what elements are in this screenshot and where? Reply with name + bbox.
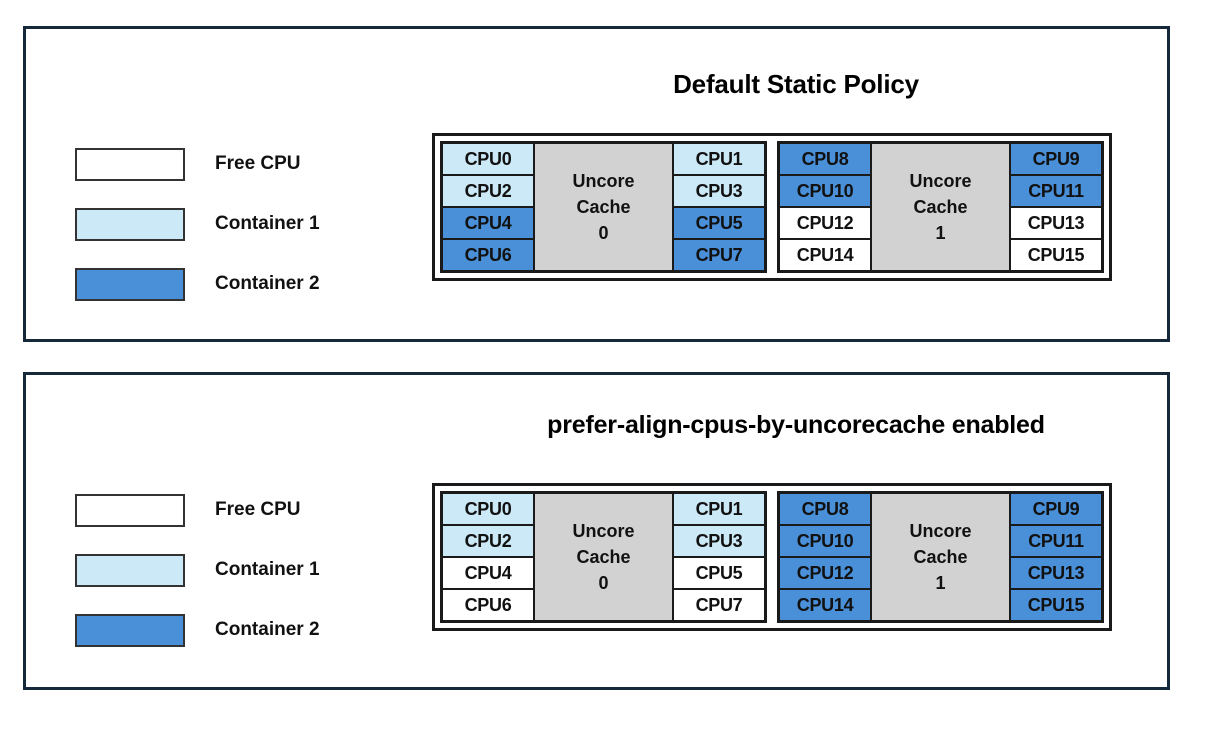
uncore-cache-line-1: Uncore [572, 520, 635, 541]
cpu-cell: CPU5 [672, 207, 765, 239]
legend-swatch-container-1 [75, 553, 185, 587]
legend-item-container-2: Container 2 [75, 600, 320, 660]
uncore-cache-group-1: CPU8 CPU10 CPU12 CPU14 Uncore Cache 1 CP… [777, 491, 1104, 623]
legend-label-container-2: Container 2 [215, 619, 320, 640]
cpu-topology-box: CPU0 CPU2 CPU4 CPU6 Uncore Cache 0 CPU1 … [432, 483, 1112, 631]
uncore-cache-label: Uncore Cache 0 [534, 493, 673, 621]
uncore-cache-label: Uncore Cache 1 [871, 143, 1010, 271]
legend-item-free-cpu: Free CPU [75, 480, 320, 540]
uncore-cache-line-2: Cache [576, 546, 631, 567]
legend-item-container-2: Container 2 [75, 254, 320, 314]
cpu-cell: CPU6 [442, 239, 535, 271]
cpu-column-left: CPU8 CPU10 CPU12 CPU14 [779, 143, 872, 271]
cpu-cell: CPU0 [442, 493, 535, 525]
cpu-cell: CPU7 [672, 239, 765, 271]
diagram-panel-prefer-align-cpus-by-uncorecache: prefer-align-cpus-by-uncorecache enabled… [23, 372, 1170, 690]
uncore-cache-group-0: CPU0 CPU2 CPU4 CPU6 Uncore Cache 0 CPU1 … [440, 141, 767, 273]
cpu-cell: CPU1 [672, 143, 765, 175]
cpu-cell: CPU4 [442, 557, 535, 589]
legend-item-free-cpu: Free CPU [75, 134, 320, 194]
uncore-cache-line-2: Cache [913, 546, 968, 567]
cpu-cell: CPU14 [779, 239, 872, 271]
cpu-cell: CPU12 [779, 207, 872, 239]
cpu-cell: CPU2 [442, 175, 535, 207]
cpu-cell: CPU2 [442, 525, 535, 557]
legend-label-free-cpu: Free CPU [215, 499, 301, 520]
cpu-cell: CPU15 [1009, 589, 1102, 621]
cpu-cell: CPU0 [442, 143, 535, 175]
cpu-cell: CPU6 [442, 589, 535, 621]
cpu-column-right: CPU9 CPU11 CPU13 CPU15 [1009, 143, 1102, 271]
cpu-cell: CPU8 [779, 493, 872, 525]
legend: Free CPU Container 1 Container 2 [75, 480, 320, 660]
legend-swatch-container-2 [75, 613, 185, 647]
cpu-column-right: CPU1 CPU3 CPU5 CPU7 [672, 143, 765, 271]
cpu-cell: CPU11 [1009, 525, 1102, 557]
legend-swatch-free-cpu [75, 147, 185, 181]
uncore-cache-index: 0 [598, 573, 609, 594]
cpu-column-left: CPU0 CPU2 CPU4 CPU6 [442, 143, 535, 271]
cpu-cell: CPU4 [442, 207, 535, 239]
legend-item-container-1: Container 1 [75, 194, 320, 254]
cpu-cell: CPU14 [779, 589, 872, 621]
legend: Free CPU Container 1 Container 2 [75, 134, 320, 314]
legend-item-container-1: Container 1 [75, 540, 320, 600]
uncore-cache-line-1: Uncore [909, 520, 972, 541]
uncore-cache-index: 1 [935, 573, 946, 594]
cpu-cell: CPU9 [1009, 493, 1102, 525]
uncore-cache-line-1: Uncore [909, 170, 972, 191]
cpu-column-left: CPU8 CPU10 CPU12 CPU14 [779, 493, 872, 621]
cpu-column-right: CPU1 CPU3 CPU5 CPU7 [672, 493, 765, 621]
page-title: Default Static Policy [673, 69, 919, 99]
cpu-cell: CPU10 [779, 525, 872, 557]
cpu-cell: CPU15 [1009, 239, 1102, 271]
uncore-cache-group-0: CPU0 CPU2 CPU4 CPU6 Uncore Cache 0 CPU1 … [440, 491, 767, 623]
cpu-column-right: CPU9 CPU11 CPU13 CPU15 [1009, 493, 1102, 621]
uncore-cache-group-1: CPU8 CPU10 CPU12 CPU14 Uncore Cache 1 CP… [777, 141, 1104, 273]
cpu-cell: CPU11 [1009, 175, 1102, 207]
uncore-cache-index: 0 [598, 223, 609, 244]
uncore-cache-label: Uncore Cache 0 [534, 143, 673, 271]
legend-swatch-container-1 [75, 207, 185, 241]
cpu-column-left: CPU0 CPU2 CPU4 CPU6 [442, 493, 535, 621]
uncore-cache-index: 1 [935, 223, 946, 244]
uncore-cache-line-2: Cache [913, 196, 968, 217]
cpu-cell: CPU3 [672, 175, 765, 207]
cpu-cell: CPU9 [1009, 143, 1102, 175]
cpu-cell: CPU1 [672, 493, 765, 525]
cpu-cell: CPU7 [672, 589, 765, 621]
cpu-cell: CPU13 [1009, 557, 1102, 589]
cpu-cell: CPU10 [779, 175, 872, 207]
uncore-cache-line-2: Cache [576, 196, 631, 217]
cpu-cell: CPU5 [672, 557, 765, 589]
cpu-topology-box: CPU0 CPU2 CPU4 CPU6 Uncore Cache 0 CPU1 … [432, 133, 1112, 281]
cpu-cell: CPU12 [779, 557, 872, 589]
legend-label-container-1: Container 1 [215, 559, 320, 580]
cpu-cell: CPU13 [1009, 207, 1102, 239]
page-title: prefer-align-cpus-by-uncorecache enabled [547, 411, 1045, 439]
legend-swatch-container-2 [75, 267, 185, 301]
uncore-cache-line-1: Uncore [572, 170, 635, 191]
uncore-cache-label: Uncore Cache 1 [871, 493, 1010, 621]
cpu-cell: CPU3 [672, 525, 765, 557]
diagram-panel-default-static-policy: Default Static Policy Free CPU Container… [23, 26, 1170, 342]
legend-swatch-free-cpu [75, 493, 185, 527]
cpu-cell: CPU8 [779, 143, 872, 175]
legend-label-container-2: Container 2 [215, 273, 320, 294]
legend-label-free-cpu: Free CPU [215, 153, 301, 174]
legend-label-container-1: Container 1 [215, 213, 320, 234]
